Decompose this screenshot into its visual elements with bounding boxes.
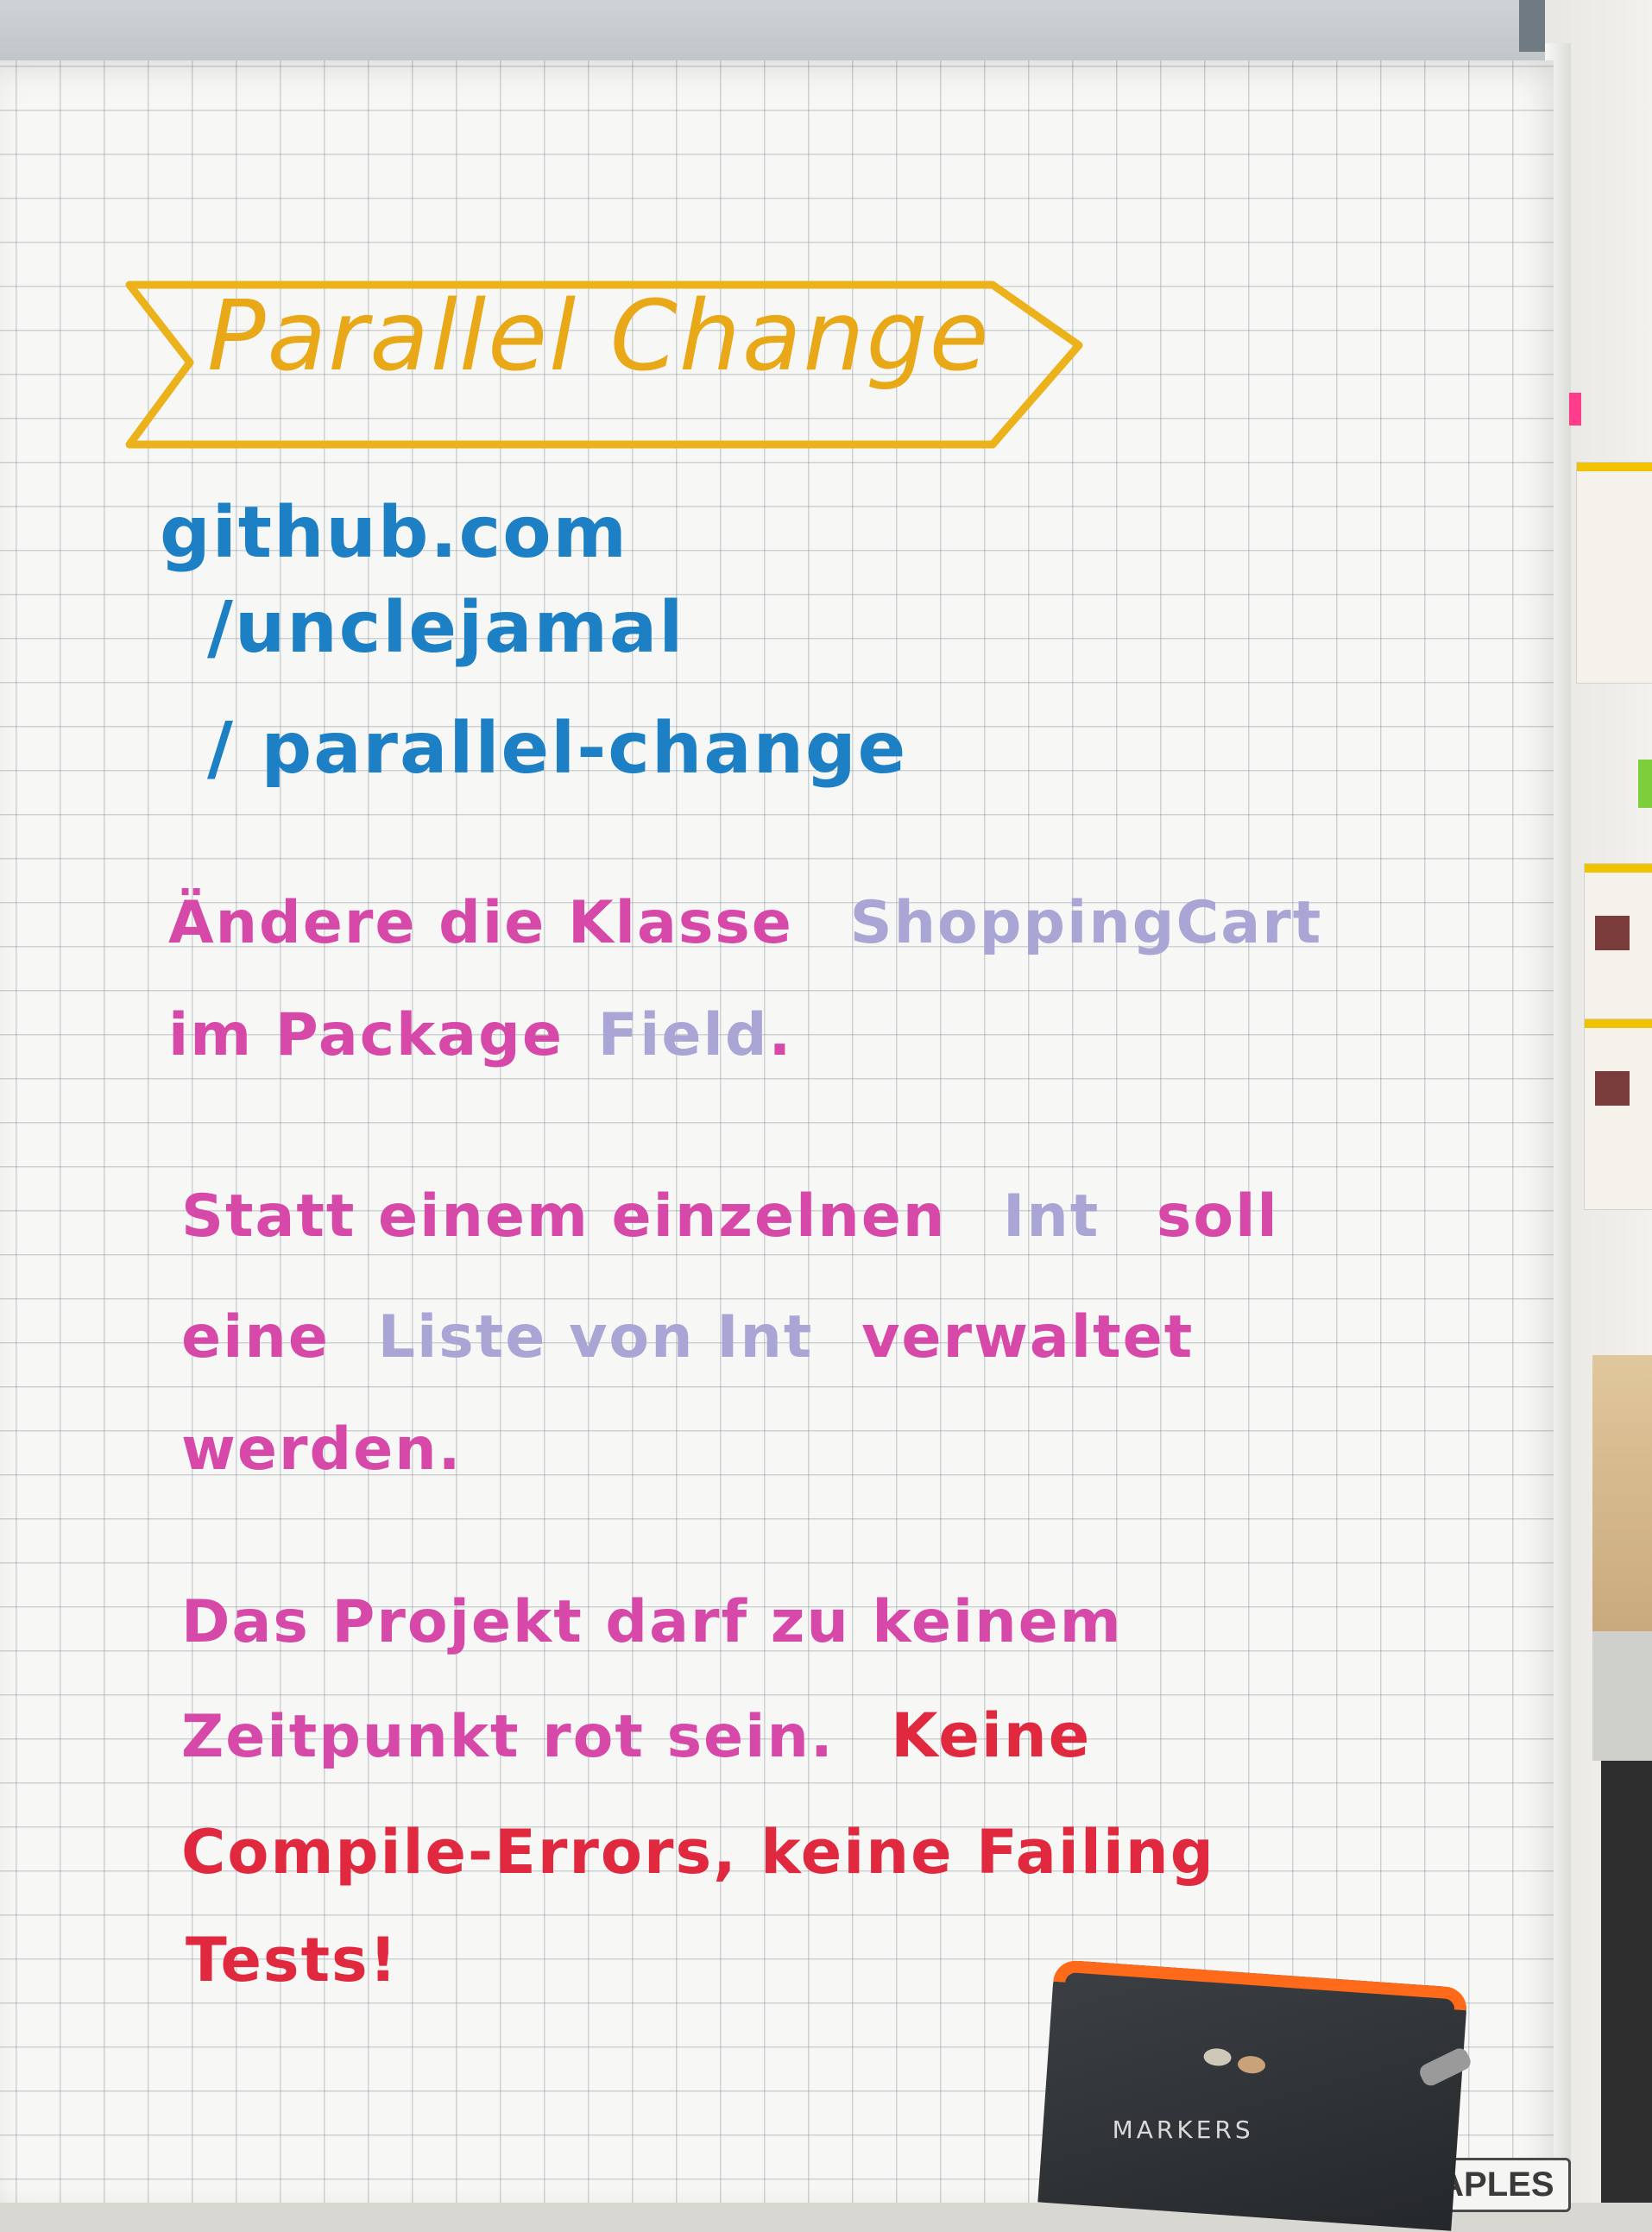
title-banner-arrow bbox=[125, 281, 1083, 449]
task-text: Ändere die Klasse bbox=[168, 889, 793, 957]
url-line-3: / parallel-change bbox=[207, 708, 908, 790]
task-line-1: Ändere die Klasse ShoppingCart bbox=[168, 889, 1322, 957]
task-line-6: Das Projekt darf zu keinem bbox=[181, 1588, 1123, 1656]
green-sticky-note bbox=[1638, 760, 1652, 808]
floor bbox=[1601, 1761, 1652, 2203]
package-name: Field bbox=[597, 1001, 769, 1069]
desk bbox=[1592, 1355, 1652, 1649]
wall-poster bbox=[1584, 863, 1652, 1029]
coin bbox=[1202, 2047, 1233, 2067]
type-name: Int bbox=[1003, 1182, 1100, 1251]
class-name: ShoppingCart bbox=[849, 889, 1323, 957]
pencil-pouch: MARKERS bbox=[1037, 1959, 1474, 2231]
warning-text: Keine bbox=[891, 1700, 1092, 1771]
coin bbox=[1237, 2055, 1266, 2075]
task-line-7: Zeitpunkt rot sein. Keine bbox=[181, 1700, 1091, 1771]
task-text: Zeitpunkt rot sein. bbox=[181, 1703, 835, 1771]
period: . bbox=[768, 1001, 793, 1069]
pouch-print: MARKERS bbox=[1112, 2115, 1254, 2144]
type-name: Liste von Int bbox=[377, 1303, 814, 1371]
desk-front bbox=[1592, 1631, 1652, 1761]
task-line-5: werden. bbox=[181, 1415, 463, 1484]
task-text: verwaltet bbox=[861, 1303, 1195, 1371]
title-text: Parallel Change bbox=[207, 281, 991, 393]
task-text: Statt einem einzelnen bbox=[181, 1182, 947, 1251]
warning-line-2: Tests! bbox=[186, 1925, 399, 1996]
url-line-2: /unclejamal bbox=[207, 587, 685, 669]
task-text: im Package bbox=[168, 1001, 564, 1069]
task-line-2: im Package Field. bbox=[168, 1001, 792, 1069]
task-text: soll bbox=[1156, 1182, 1279, 1251]
url-line-1: github.com bbox=[160, 492, 628, 574]
wall-poster bbox=[1576, 462, 1652, 684]
task-line-3: Statt einem einzelnen Int soll bbox=[181, 1182, 1279, 1251]
wall-poster bbox=[1584, 1018, 1652, 1210]
task-text: eine bbox=[181, 1303, 330, 1371]
task-line-4: eine Liste von Int verwaltet bbox=[181, 1303, 1194, 1371]
flipchart-sheet: Parallel Change github.com /unclejamal /… bbox=[0, 60, 1571, 2212]
pink-sticky-note bbox=[1569, 393, 1581, 426]
warning-line-1: Compile-Errors, keine Failing bbox=[181, 1817, 1215, 1888]
